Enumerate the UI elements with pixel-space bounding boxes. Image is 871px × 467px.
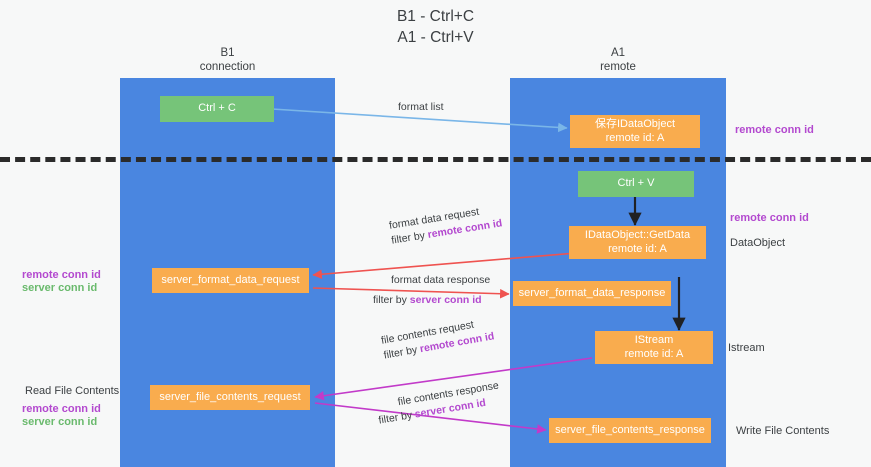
column-header-a1-sub: remote — [600, 61, 636, 73]
node-ctrl-v-label: Ctrl + V — [617, 177, 655, 190]
node-server-format-data-request-label: server_format_data_request — [161, 273, 300, 286]
node-save-idataobject-line-2: remote id: A — [605, 131, 665, 144]
annotation-left-remote-conn-id-mid: remote conn id — [22, 269, 101, 281]
phase-divider — [0, 157, 871, 162]
column-header-b1-name: B1 — [220, 47, 235, 59]
annotation-left-server-conn-id-mid: server conn id — [22, 282, 98, 294]
edge-label-file-contents-response: file contents response filter by server … — [375, 379, 502, 429]
node-idataobject-getdata-line-1: IDataObject::GetData — [584, 229, 691, 241]
column-header-a1: A1 remote — [510, 46, 726, 74]
node-save-idataobject-line-1: 保存IDataObject — [594, 118, 676, 130]
annotation-right-remote-conn-id-mid: remote conn id — [730, 212, 809, 224]
filter-prefix: filter by — [373, 294, 410, 306]
column-header-b1-sub: connection — [199, 61, 256, 73]
node-idataobject-getdata[interactable]: IDataObject::GetData remote id: A — [569, 226, 706, 259]
node-server-file-contents-request[interactable]: server_file_contents_request — [150, 385, 310, 410]
column-header-a1-name: A1 — [610, 47, 626, 59]
diagram-title-line-1: B1 - Ctrl+C — [396, 8, 475, 25]
annotation-left-server-conn-id-bottom: server conn id — [22, 416, 98, 428]
edge-label-format-list-text: format list — [398, 101, 444, 113]
node-idataobject-getdata-line-2: remote id: A — [608, 242, 667, 255]
annotation-right-write-file-contents: Write File Contents — [736, 425, 830, 437]
filter-key-server-conn-id: server conn id — [409, 294, 482, 306]
node-istream-line-1: IStream — [634, 334, 674, 346]
node-save-idataobject[interactable]: 保存IDataObject remote id: A — [570, 115, 700, 148]
node-ctrl-c[interactable]: Ctrl + C — [160, 96, 274, 122]
edge-label-format-data-response: format data response filter by server co… — [373, 273, 491, 308]
edge-label-format-data-request: format data request filter by remote con… — [388, 201, 503, 248]
node-istream[interactable]: IStream remote id: A — [595, 331, 713, 364]
diagram-title: B1 - Ctrl+C A1 - Ctrl+V — [0, 6, 871, 48]
edge-label-format-list: format list — [398, 100, 444, 115]
edge-label-file-contents-request: file contents request filter by remote c… — [380, 315, 496, 364]
annotation-right-remote-conn-id-top: remote conn id — [735, 124, 814, 136]
annotation-left-read-file-contents: Read File Contents — [25, 385, 120, 397]
node-ctrl-v[interactable]: Ctrl + V — [578, 171, 694, 197]
annotation-right-dataobject: DataObject — [730, 237, 786, 249]
node-istream-line-2: remote id: A — [624, 347, 684, 360]
edge-label-format-data-response-filter: filter by server conn id — [373, 293, 490, 308]
annotation-right-istream: Istream — [728, 342, 765, 354]
column-header-b1: B1 connection — [120, 46, 335, 74]
diagram-title-line-2: A1 - Ctrl+V — [397, 29, 474, 46]
filter-prefix: filter by — [377, 408, 416, 427]
node-server-format-data-request[interactable]: server_format_data_request — [152, 268, 309, 293]
edge-label-format-data-response-text: format data response — [391, 274, 491, 286]
node-server-file-contents-request-label: server_file_contents_request — [159, 390, 301, 403]
node-server-file-contents-response-label: server_file_contents_response — [555, 423, 705, 436]
annotation-left-remote-conn-id-bottom: remote conn id — [22, 403, 101, 415]
node-ctrl-c-label: Ctrl + C — [198, 102, 236, 115]
node-server-format-data-response[interactable]: server_format_data_response — [513, 281, 671, 306]
node-server-file-contents-response[interactable]: server_file_contents_response — [549, 418, 711, 443]
node-server-format-data-response-label: server_format_data_response — [518, 286, 666, 299]
